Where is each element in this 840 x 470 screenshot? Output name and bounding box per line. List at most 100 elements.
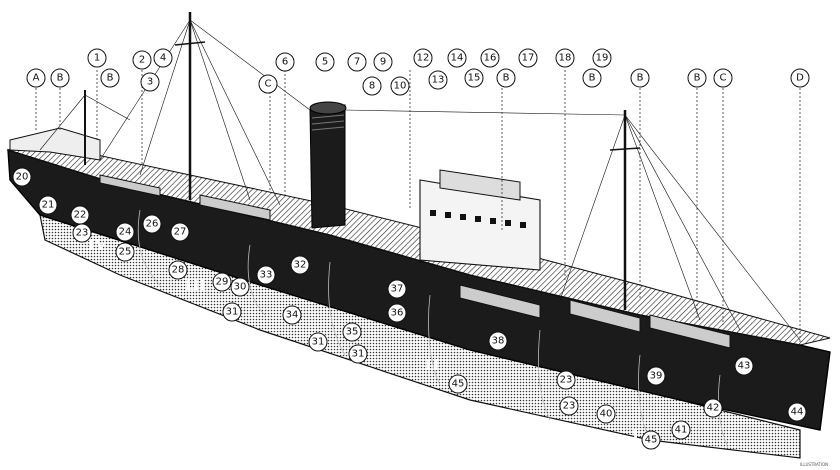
cargo-hatches xyxy=(99,174,731,349)
hold-numeral-iv: IV xyxy=(88,236,107,254)
top-callout-label: 5 xyxy=(322,57,328,68)
hull-callout-27-7: 27 xyxy=(170,222,190,242)
hull-callout-label: 25 xyxy=(119,247,132,258)
top-callout-circle xyxy=(413,48,433,68)
hull-callout-43-27: 43 xyxy=(734,356,754,376)
top-callout-5-9: 5 xyxy=(315,52,335,72)
top-callout-17-20: 17 xyxy=(518,48,538,68)
top-callout-label: 8 xyxy=(369,81,375,92)
top-callout-C-26: C xyxy=(713,68,733,88)
hull-side xyxy=(7,149,831,431)
top-callout-7-10: 7 xyxy=(347,52,367,72)
top-callout-circle xyxy=(153,48,173,68)
bridge-superstructure xyxy=(419,169,541,271)
top-callout-A-0: A xyxy=(26,68,46,88)
top-callout-label: 16 xyxy=(484,53,497,64)
top-callout-circle xyxy=(447,48,467,68)
hull-callout-circle xyxy=(170,222,190,242)
hull-callout-label: 22 xyxy=(74,210,87,221)
hull-callout-label: 26 xyxy=(146,219,159,230)
hull-callout-29-9: 29 xyxy=(212,272,232,292)
hull-callout-23-23: 23 xyxy=(559,396,579,416)
top-callout-circle xyxy=(275,52,295,72)
top-callout-label: 3 xyxy=(147,77,153,88)
hull-callout-label: 34 xyxy=(286,310,299,321)
hull-callout-circle xyxy=(342,322,362,342)
hull-callout-label: 42 xyxy=(707,403,720,414)
top-callout-label: 18 xyxy=(559,53,572,64)
hull-callout-40-24: 40 xyxy=(596,404,616,424)
hold-numeral-ii: II xyxy=(425,356,439,374)
image-credit: ILLUSTRATION xyxy=(800,462,828,467)
top-callout-label: B xyxy=(107,73,114,84)
hull-callout-circle xyxy=(12,167,32,187)
hull-callout-circle xyxy=(646,366,666,386)
hull-callout-circle xyxy=(222,302,242,322)
hull-callout-label: 44 xyxy=(791,407,804,418)
hull-callout-30-10: 30 xyxy=(230,277,250,297)
top-callout-15-17: 15 xyxy=(464,68,484,88)
hull-callout-34-14: 34 xyxy=(282,305,302,325)
hull-callout-31-17: 31 xyxy=(348,344,368,364)
hull-callout-label: 24 xyxy=(119,227,132,238)
top-callout-16-18: 16 xyxy=(480,48,500,68)
hull-callout-label: 31 xyxy=(226,307,239,318)
top-callout-label: 15 xyxy=(468,73,481,84)
hold-numeral-i: I xyxy=(632,426,639,444)
hull-callout-33-13: 33 xyxy=(256,265,276,285)
top-callout-B-25: B xyxy=(687,68,707,88)
hull-callout-circle xyxy=(290,255,310,275)
hull-callout-20-0: 20 xyxy=(12,167,32,187)
top-callout-circle xyxy=(687,68,707,88)
hull-callout-circle xyxy=(142,214,162,234)
hull-callout-label: 20 xyxy=(16,172,29,183)
hull-callout-42-26: 42 xyxy=(703,398,723,418)
hull-callout-circle xyxy=(596,404,616,424)
hull-callout-22-2: 22 xyxy=(70,205,90,225)
top-callout-label: 17 xyxy=(522,53,535,64)
hull-callout-circle xyxy=(230,277,250,297)
top-callout-circle xyxy=(315,52,335,72)
hull-callout-31-11: 31 xyxy=(222,302,242,322)
top-callout-circle xyxy=(518,48,538,68)
top-callout-label: 14 xyxy=(451,53,464,64)
top-callout-B-1: B xyxy=(50,68,70,88)
hull-callout-label: 21 xyxy=(42,200,55,211)
hull-callout-23-22: 23 xyxy=(556,370,576,390)
hull-callout-label: 32 xyxy=(294,260,307,271)
hull-callout-32-12: 32 xyxy=(290,255,310,275)
top-callout-label: 12 xyxy=(417,53,430,64)
top-callout-B-3: B xyxy=(100,68,120,88)
top-callout-6-8: 6 xyxy=(275,52,295,72)
top-callout-circle xyxy=(496,68,516,88)
hull-callout-circle xyxy=(256,265,276,285)
hull-callout-label: 23 xyxy=(76,228,89,239)
hull-callout-label: 31 xyxy=(352,349,365,360)
hull-callout-label: 23 xyxy=(563,401,576,412)
top-callout-circle xyxy=(464,68,484,88)
top-callout-label: D xyxy=(796,73,804,84)
hull-callout-44-28: 44 xyxy=(787,402,807,422)
hull-callout-label: 43 xyxy=(738,361,751,372)
hull-callout-21-1: 21 xyxy=(38,195,58,215)
top-callout-1-2: 1 xyxy=(87,48,107,68)
hull-callout-circle xyxy=(488,331,508,351)
top-callout-8-11: 8 xyxy=(362,76,382,96)
hull-callout-circle xyxy=(115,242,135,262)
top-callout-13-15: 13 xyxy=(428,70,448,90)
hull-callout-24-4: 24 xyxy=(115,222,135,242)
hull-callout-label: 35 xyxy=(346,327,359,338)
top-callout-B-23: B xyxy=(582,68,602,88)
hull-callout-circle xyxy=(787,402,807,422)
hull-callout-label: 37 xyxy=(391,284,404,295)
top-callout-label: A xyxy=(33,73,40,84)
top-callout-label: B xyxy=(637,73,644,84)
hull-callout-label: 39 xyxy=(650,371,663,382)
hull-callout-circle xyxy=(308,332,328,352)
top-callout-circle xyxy=(630,68,650,88)
top-callout-circle xyxy=(87,48,107,68)
hull-callout-circle xyxy=(115,222,135,242)
